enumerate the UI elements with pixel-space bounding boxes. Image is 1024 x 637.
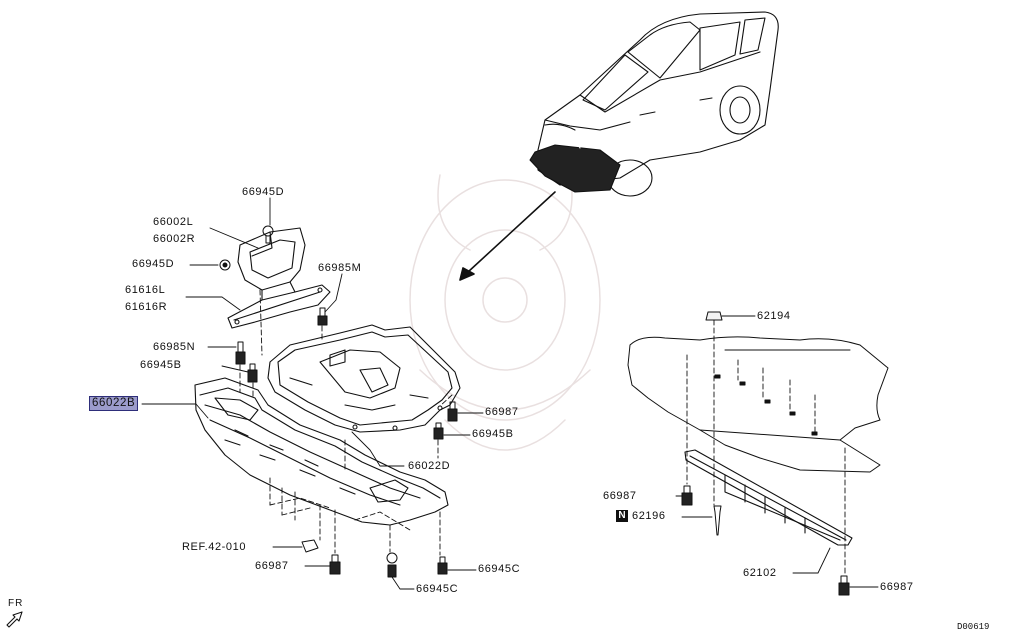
callout-66945D-top[interactable]: 66945D <box>242 186 285 198</box>
fasteners-right <box>681 311 850 596</box>
rivet-62196 <box>713 505 722 536</box>
underbody-panel <box>627 336 889 473</box>
callout-66987-r2[interactable]: 66987 <box>880 581 914 593</box>
bolt-66987-bottom <box>329 554 341 575</box>
front-under-cover-66022B <box>194 377 449 526</box>
callout-66022B[interactable]: 66022B <box>89 396 139 411</box>
clip-66945B-left <box>247 363 258 383</box>
fasteners-left <box>219 225 458 578</box>
clip-66945D-top <box>262 225 274 244</box>
watermark-emblem <box>409 174 601 451</box>
assembly-lines-left <box>239 289 453 556</box>
callout-66987-bottom[interactable]: 66987 <box>255 560 289 572</box>
diagram-code: D00619 <box>957 622 990 632</box>
callout-66945C-right[interactable]: 66945C <box>478 563 521 575</box>
clip-66945B-right <box>433 422 444 440</box>
splash-shield-bracket <box>227 227 331 329</box>
callout-62196[interactable]: 62196 <box>632 510 666 522</box>
callout-66002L[interactable]: 66002L <box>153 216 194 228</box>
bolt-66987-r1 <box>681 485 693 506</box>
ref-fastener <box>301 539 319 553</box>
front-direction-label: FR <box>8 598 24 609</box>
callout-66987-mid[interactable]: 66987 <box>485 406 519 418</box>
callout-66022D[interactable]: 66022D <box>408 460 451 472</box>
new-part-badge: N <box>616 510 628 522</box>
callout-66987-r1[interactable]: 66987 <box>603 490 637 502</box>
engine-under-cover-66022D <box>267 324 461 433</box>
callout-ref-42-010[interactable]: REF.42-010 <box>182 541 247 553</box>
clip-66945D-left <box>219 259 231 271</box>
callout-66945B-left[interactable]: 66945B <box>140 359 182 371</box>
leader-lines-left <box>141 197 484 590</box>
callout-66945D-left[interactable]: 66945D <box>132 258 175 270</box>
leader-lines-right <box>675 315 879 588</box>
direction-arrow <box>459 191 556 281</box>
bolt-66987-r2 <box>838 575 850 596</box>
bolt-66985M <box>317 307 328 326</box>
callout-61616L[interactable]: 61616L <box>125 284 166 296</box>
callout-66945B-right[interactable]: 66945B <box>472 428 514 440</box>
callout-66985N[interactable]: 66985N <box>153 341 196 353</box>
bolt-66987-mid <box>447 401 458 422</box>
clip-62194 <box>705 311 723 321</box>
callout-62194[interactable]: 62194 <box>757 310 791 322</box>
lower-reinforcement-bar-62102 <box>684 449 853 546</box>
front-direction-icon <box>6 611 23 628</box>
vehicle-illustration <box>529 11 779 197</box>
assembly-lines-right <box>686 319 846 576</box>
bolt-66985N <box>235 341 246 365</box>
callout-62102[interactable]: 62102 <box>743 567 777 579</box>
callout-61616R[interactable]: 61616R <box>125 301 168 313</box>
callout-66985M[interactable]: 66985M <box>318 262 362 274</box>
clip-66945C-right <box>437 556 448 575</box>
clip-66945C-bottom <box>386 552 398 578</box>
callout-66002R[interactable]: 66002R <box>153 233 196 245</box>
callout-66945C-bottom[interactable]: 66945C <box>416 583 459 595</box>
